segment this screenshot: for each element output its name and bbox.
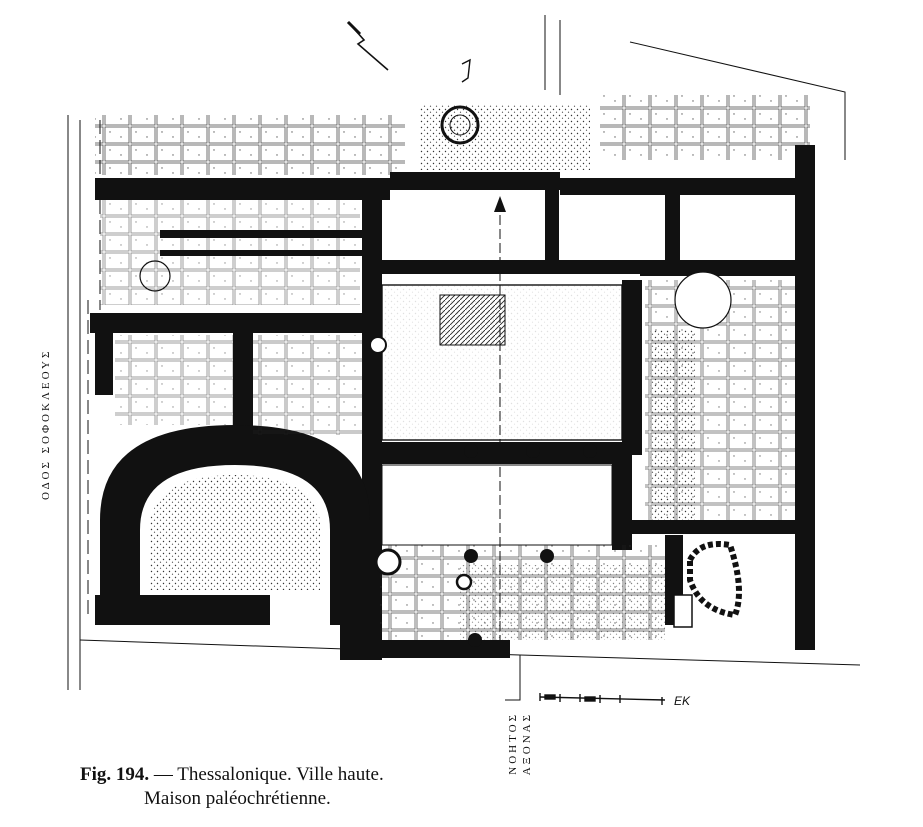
- south-rooms: [115, 335, 742, 640]
- figure-number: Fig. 194.: [80, 764, 150, 785]
- floor-plan: [67, 15, 861, 705]
- north-arrow: [346, 20, 471, 83]
- walls: [90, 145, 815, 660]
- figure-caption: Fig. 194. — Thessalonique. Ville haute. …: [80, 763, 384, 811]
- axis-line: [494, 196, 506, 645]
- scale-bar: [539, 693, 666, 705]
- scale-unit-label: ΕΚ: [674, 694, 691, 708]
- east-room: [645, 271, 795, 520]
- north-remains: [95, 95, 810, 305]
- caption-line2: Maison paléochrétienne.: [144, 788, 331, 809]
- boundary-lines: [67, 15, 861, 701]
- street-label-south-line2: ΑΞΟΝΑΣ: [521, 712, 533, 776]
- street-label-west: ΟΔΟΣ ΣΟΦΟΚΛΕΟΥΣ: [40, 348, 52, 500]
- columns: [369, 336, 597, 647]
- street-label-south-line1: ΝΟΗΤΟΣ: [507, 712, 519, 775]
- caption-line1: — Thessalonique. Ville haute.: [149, 764, 384, 785]
- central-room: [381, 284, 623, 441]
